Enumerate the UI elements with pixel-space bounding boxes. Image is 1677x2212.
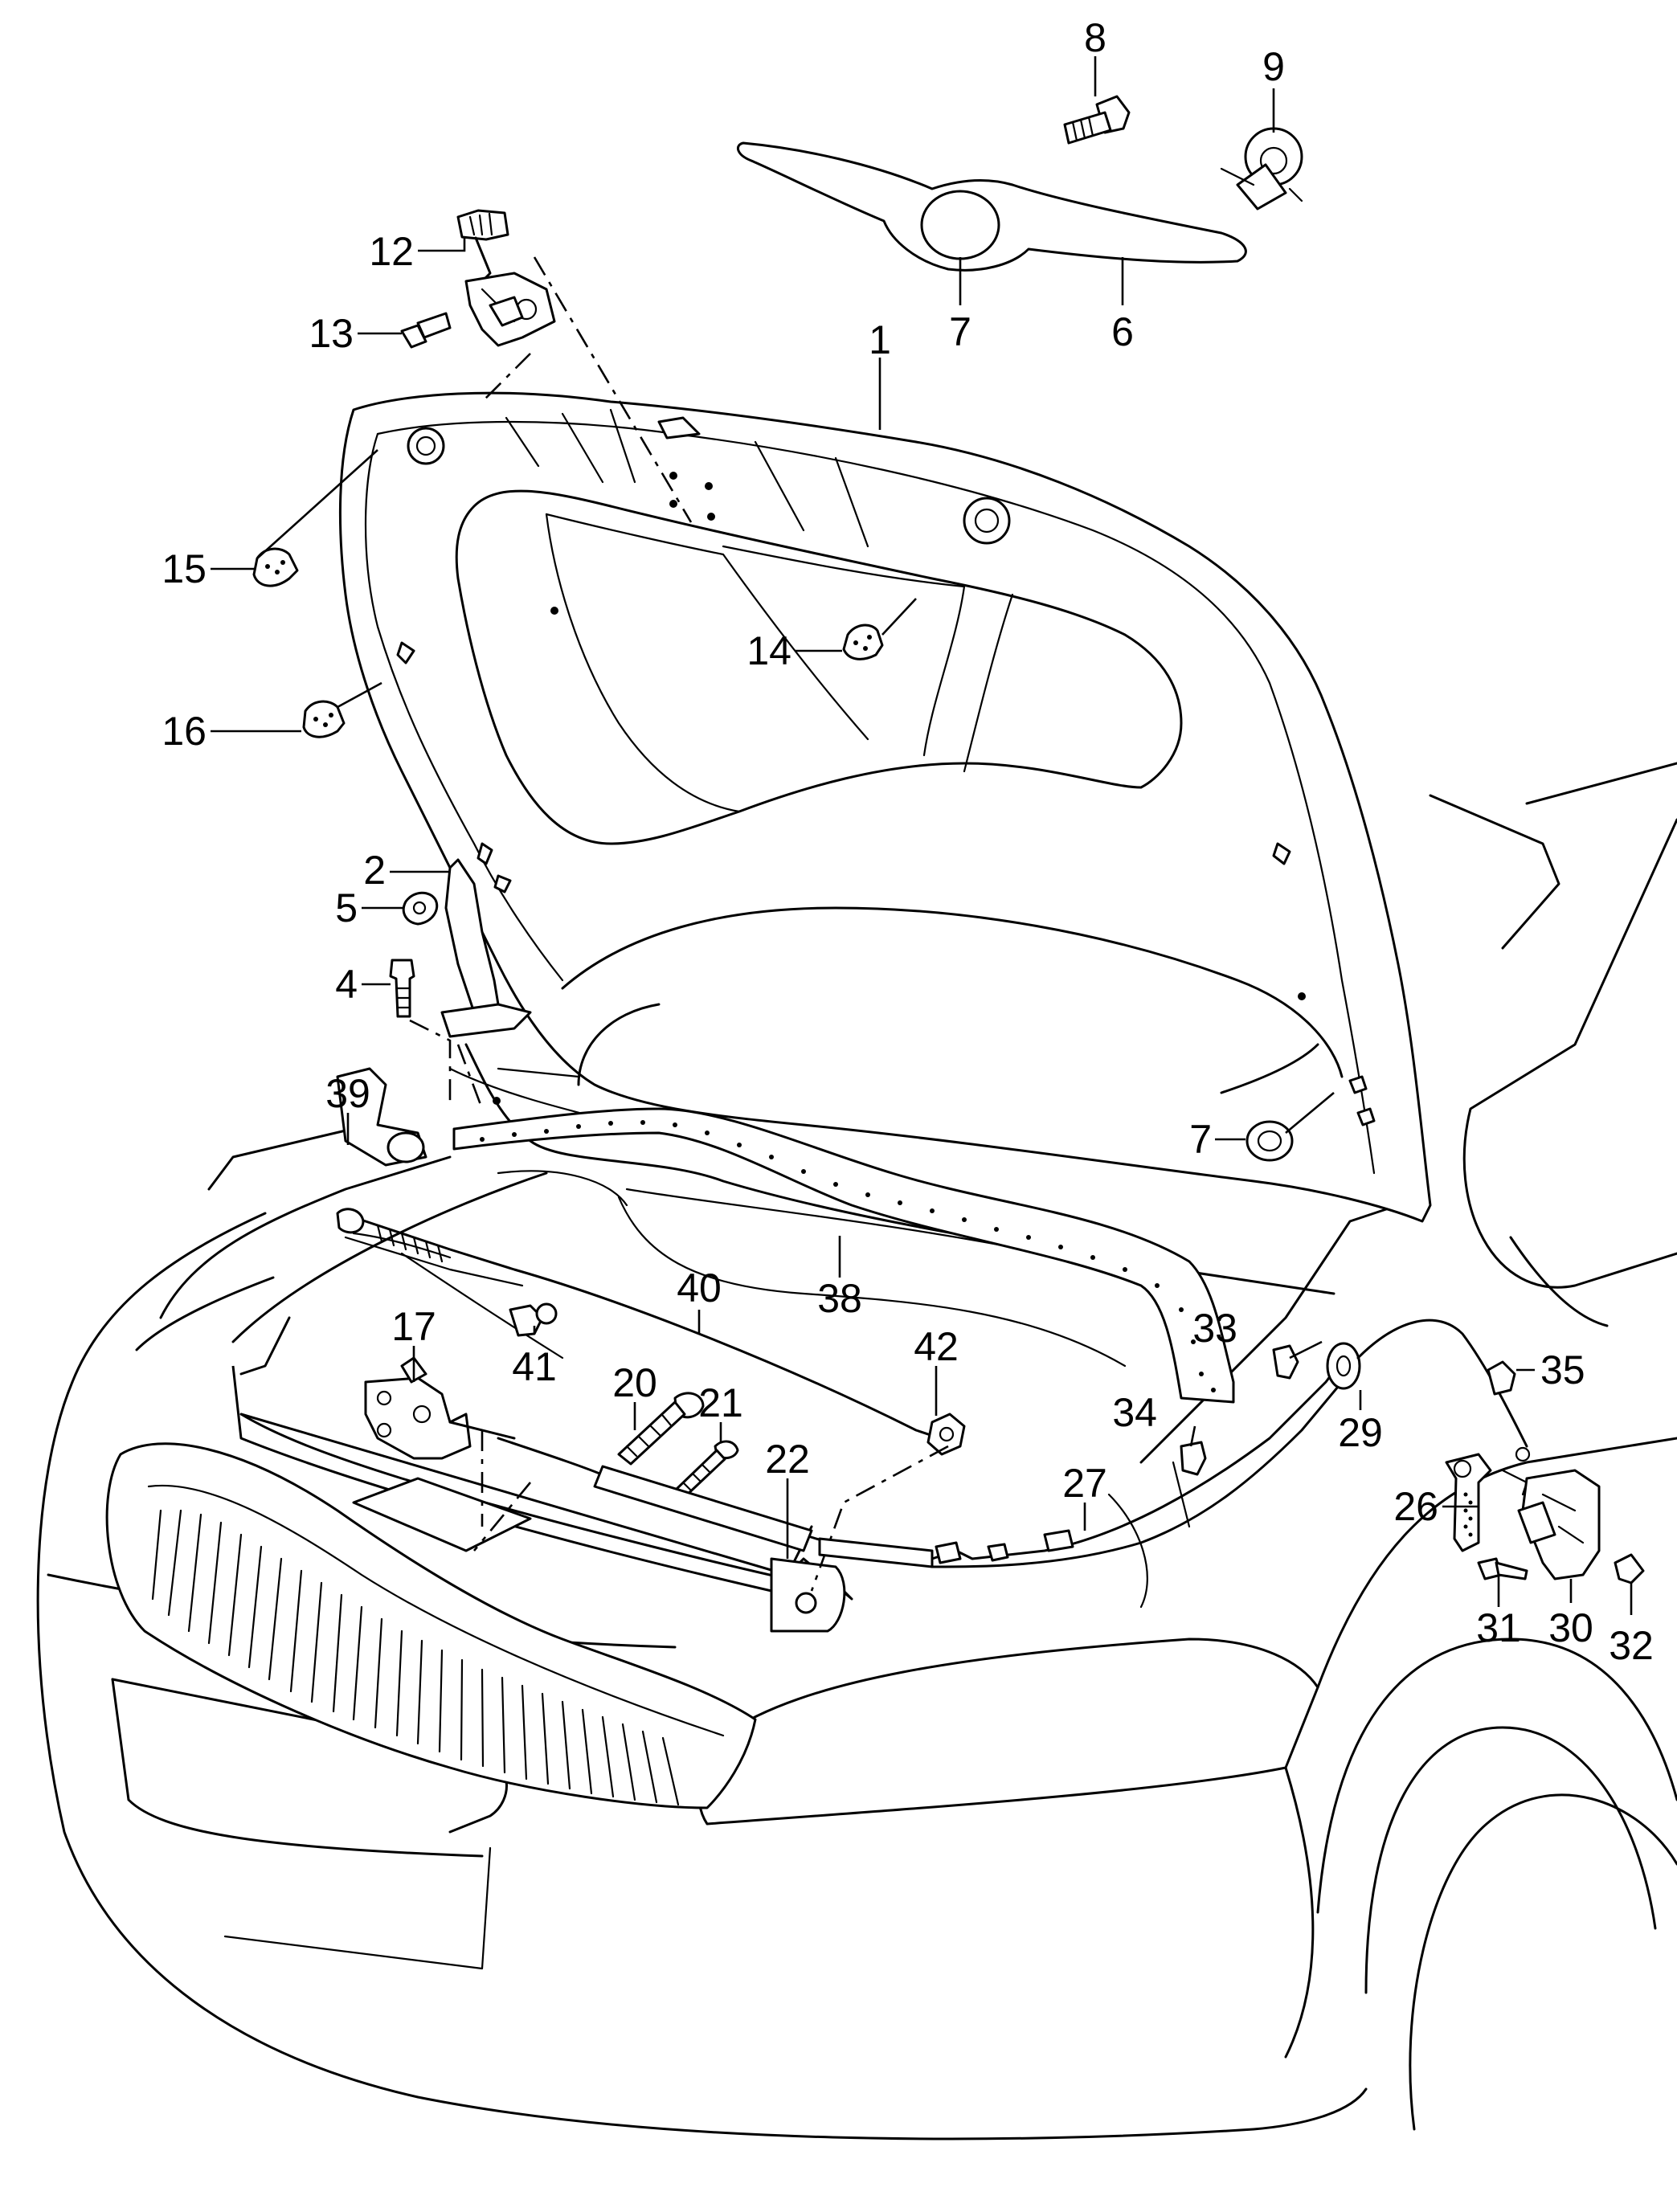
callout-33: 33	[1192, 1306, 1237, 1351]
callout-29: 29	[1338, 1410, 1383, 1455]
hood-hinge	[389, 842, 532, 1110]
grommet-29	[1326, 1319, 1531, 1496]
front-grille	[105, 1442, 757, 1970]
seal-38	[452, 1107, 1235, 1404]
callout-labels: 1 2 4 5 6 7 7 8 9 12 13 14 15 16 17 20 2…	[162, 15, 1653, 1668]
bolt-20	[617, 1392, 705, 1466]
callout-12: 12	[369, 229, 414, 274]
callout-35: 35	[1540, 1347, 1585, 1392]
callout-8: 8	[1084, 15, 1106, 60]
callout-38: 38	[817, 1276, 862, 1321]
striker-assembly	[400, 209, 693, 523]
callout-2: 2	[363, 848, 386, 893]
callout-7-lower: 7	[1189, 1117, 1212, 1162]
clip-9	[1220, 127, 1303, 211]
callout-9: 9	[1262, 44, 1285, 89]
bolt-8	[1063, 95, 1131, 145]
nut-42	[810, 1413, 966, 1592]
leader-lines	[211, 56, 1633, 1615]
callout-1: 1	[869, 317, 891, 362]
clip-34	[1180, 1441, 1207, 1476]
clip-35	[1487, 1360, 1516, 1396]
callout-15: 15	[162, 546, 207, 591]
car-body	[36, 762, 1677, 2140]
callout-14: 14	[746, 628, 791, 673]
callout-27: 27	[1062, 1461, 1107, 1506]
rod-holder-39	[336, 1067, 427, 1167]
callout-22: 22	[765, 1437, 810, 1482]
callout-20: 20	[612, 1360, 657, 1405]
screw-21	[673, 1440, 739, 1500]
release-handle	[1445, 1453, 1645, 1584]
callout-26: 26	[1393, 1484, 1438, 1529]
callout-7-top: 7	[949, 309, 971, 354]
callout-30: 30	[1548, 1605, 1593, 1650]
bump-stops	[252, 547, 884, 738]
release-cable-40	[336, 1208, 942, 1440]
callout-39: 39	[325, 1071, 370, 1116]
callout-16: 16	[162, 709, 207, 754]
callout-6: 6	[1111, 309, 1134, 354]
callout-5: 5	[335, 885, 358, 930]
hood	[338, 391, 1432, 1223]
callout-40: 40	[677, 1265, 722, 1310]
callout-42: 42	[914, 1324, 959, 1369]
emblem-trim	[737, 141, 1247, 272]
clip-41	[509, 1302, 558, 1337]
callout-21: 21	[698, 1380, 743, 1425]
clip-33	[1272, 1344, 1299, 1380]
engine-bay	[207, 1043, 1424, 1633]
callout-17: 17	[391, 1304, 436, 1349]
grommet-7	[1245, 1075, 1376, 1162]
callout-41: 41	[512, 1344, 557, 1389]
callout-34: 34	[1112, 1390, 1157, 1435]
callout-13: 13	[309, 311, 354, 356]
callout-31: 31	[1476, 1605, 1521, 1650]
callout-4: 4	[335, 962, 358, 1007]
callout-32: 32	[1609, 1623, 1654, 1668]
release-cable-27	[497, 1348, 1352, 1568]
